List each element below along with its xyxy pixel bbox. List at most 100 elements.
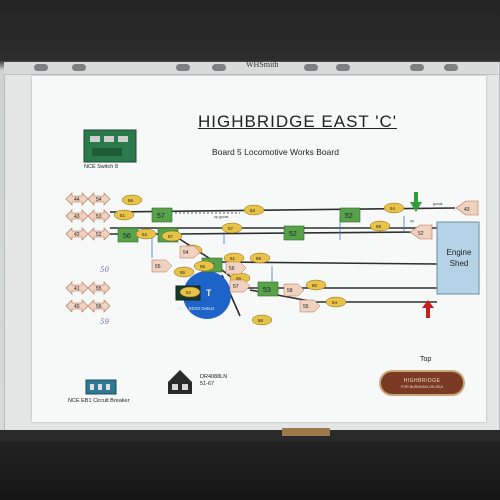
binder-hole (212, 64, 226, 71)
arrow-label: 43 (74, 214, 80, 220)
wood-strip (282, 428, 330, 436)
oval-label: 57 (168, 234, 174, 239)
oval-label: 55 (180, 270, 186, 275)
green-block: 52 (339, 207, 361, 223)
green-block: 57 (151, 207, 173, 223)
arrow-label: 42 (74, 232, 80, 238)
arrow-label: 54 (96, 197, 102, 203)
arrow-label: 52 (96, 232, 102, 238)
top-label: Top (420, 356, 432, 363)
decoder-range: 51-67 (200, 381, 215, 387)
oval-label: 59 (256, 256, 262, 261)
sensor-oval: 56 (251, 314, 273, 326)
section-breaks (151, 216, 405, 282)
double-arrow: 40 (65, 299, 89, 313)
arrow-label: 40 (74, 304, 80, 310)
track-text-right2: goods (433, 202, 443, 206)
binder-hole (304, 64, 318, 71)
handwritten-number: 50 (100, 266, 109, 274)
oval-label: 51 (120, 213, 126, 218)
sensor-oval: 52 (179, 286, 201, 298)
oval-label: 55 (200, 264, 206, 269)
oval-label: 57 (228, 226, 234, 231)
double-arrow: 54 (87, 192, 111, 206)
occupancy-circle (183, 271, 231, 319)
arrow-label: 41 (74, 286, 80, 292)
marker-label: 55 (303, 304, 309, 310)
block-label: 52 (289, 231, 297, 238)
arrow-label: 55 (96, 286, 102, 292)
sensor-oval: 60 (305, 279, 327, 291)
oval-label: 56 (258, 318, 264, 323)
green-block: 53 (257, 281, 279, 297)
page-title: HIGHBRIDGE EAST 'C' (198, 112, 397, 131)
engine-shed-label: Engine Shed (446, 248, 472, 268)
track-text-upper: up goods (214, 215, 229, 219)
arrow-label: 56 (96, 304, 102, 310)
green-block: 56 (117, 227, 139, 243)
oval-label: 52 (142, 232, 148, 237)
sensor-oval: 54 (383, 202, 405, 214)
circle-letter: T (206, 288, 212, 298)
sensor-oval: 57 (221, 222, 243, 234)
sleeve-binder-strip (4, 62, 498, 75)
sensor-oval: 51 (223, 252, 245, 264)
track-text-right: up (410, 219, 414, 223)
sleeve-brand: WHSmith (246, 60, 279, 69)
oval-label: 51 (230, 256, 236, 261)
double-arrow: 43 (65, 209, 89, 223)
oval-label: 56 (236, 276, 242, 281)
switch-module-image (83, 129, 137, 163)
detect-label: NCE BD20 Detect (178, 306, 215, 311)
marker-arrow: 55 (299, 299, 321, 313)
double-arrow: 41 (65, 281, 89, 295)
double-arrow: 56 (87, 299, 111, 313)
binder-hole (410, 64, 424, 71)
marker-label: 56 (229, 266, 235, 272)
right-arrow-mid: 52 (409, 224, 433, 240)
oval-label: 60 (312, 283, 318, 288)
sensor-oval: 51 (113, 209, 135, 221)
oval-label: 54 (332, 300, 338, 305)
marker-arrow: 57 (229, 279, 251, 293)
double-arrow: 42 (65, 227, 89, 241)
marker-label: 54 (183, 250, 189, 256)
marker-label: 58 (287, 288, 293, 294)
sensor-oval: 55 (173, 266, 195, 278)
binder-hole (176, 64, 190, 71)
binder-hole (336, 64, 350, 71)
oval-label: 54 (390, 206, 396, 211)
decoder-image (168, 370, 192, 394)
block-label: 57 (157, 213, 165, 220)
sensor-oval: 55 (193, 260, 215, 272)
marker-arrow: 56 (225, 261, 247, 275)
arrow-label: 43 (464, 207, 470, 213)
sensor-oval: 54 (325, 296, 347, 308)
sensor-oval: 56 (121, 194, 143, 206)
double-arrow: 55 (87, 281, 111, 295)
oval-label: 56 (128, 198, 134, 203)
green-block: 52 (283, 225, 305, 241)
oval-label: 52 (186, 290, 192, 295)
green-arrow-icon (410, 192, 422, 212)
marker-arrow: 58 (283, 283, 305, 297)
block-label: 53 (263, 287, 271, 294)
arrow-label: 52 (418, 231, 424, 237)
sensor-oval: 53 (243, 204, 265, 216)
marker-arrow: 55 (151, 259, 173, 273)
switch-module-label: NCE Switch 8 (84, 164, 118, 170)
double-arrow: 52 (87, 227, 111, 241)
station-sign: HIGHBRIDGE FOR BURNHAM-ON-SEA (379, 370, 465, 396)
block-label: 52 (345, 213, 353, 220)
double-arrow: 53 (87, 209, 111, 223)
sensor-oval: 57 (161, 230, 183, 242)
handwritten-number: 59 (100, 318, 109, 326)
page-subtitle: Board 5 Locomotive Works Board (212, 147, 339, 157)
engine-shed (436, 221, 480, 295)
binder-hole (34, 64, 48, 71)
sign-line1: HIGHBRIDGE (403, 378, 441, 384)
block-label: 56 (123, 233, 131, 240)
sensor-oval: 52 (135, 228, 157, 240)
